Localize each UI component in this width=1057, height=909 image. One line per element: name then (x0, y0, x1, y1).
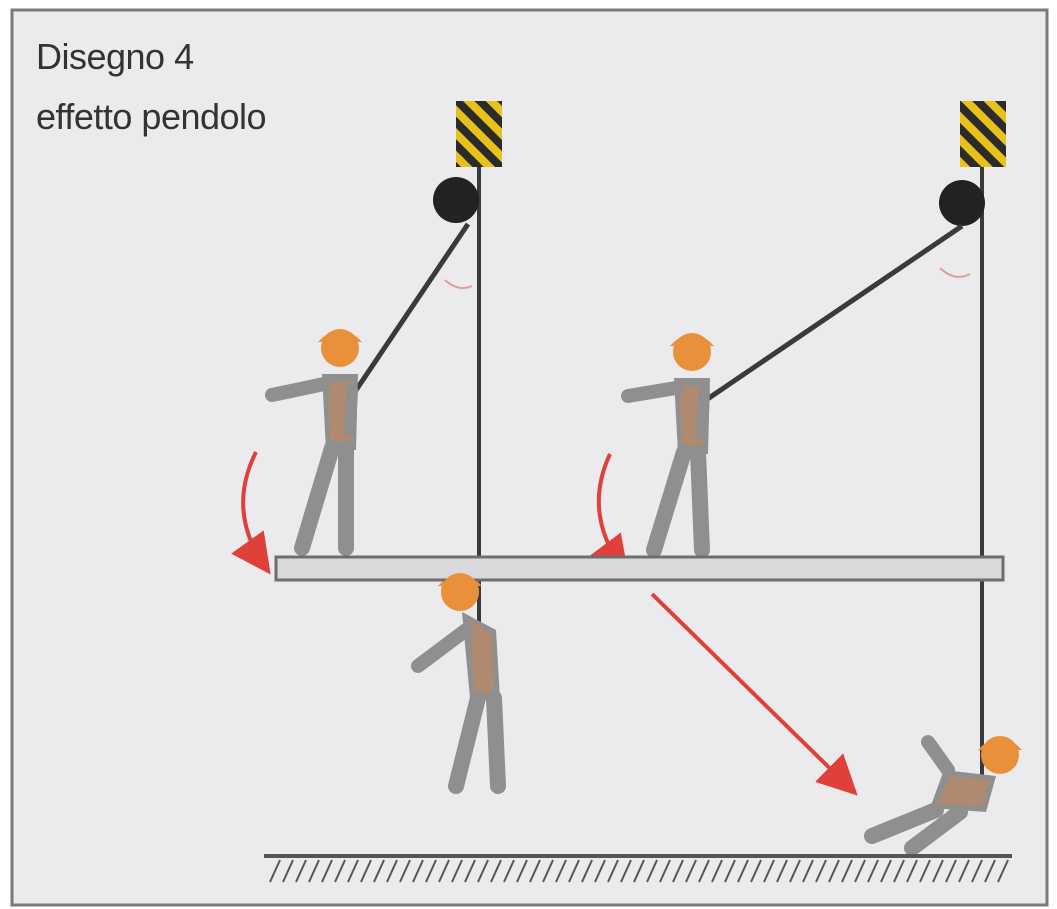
ground-hatch-line (308, 859, 320, 883)
ground-hatch-line (347, 859, 359, 883)
ground-hatch-line (659, 859, 671, 883)
ground-hatch-line (906, 859, 918, 883)
pulley-left-icon (433, 177, 479, 223)
ground-hatch-line (607, 859, 619, 883)
ground-hatch-line (763, 859, 775, 883)
ground-hatch-line (282, 859, 294, 883)
ground (264, 854, 1012, 883)
ground-hatch-line (321, 859, 333, 883)
pulley-right-icon (939, 180, 985, 226)
ground-hatch-line (503, 859, 515, 883)
ground-hatch-line (425, 859, 437, 883)
ground-hatch-line (945, 859, 957, 883)
ground-hatch-line (984, 859, 996, 883)
ground-hatch-line (633, 859, 645, 883)
ground-hatch-line (386, 859, 398, 883)
ground-hatch-line (815, 859, 827, 883)
ground-hatch-line (841, 859, 853, 883)
angle-arc-left (444, 279, 473, 289)
ground-hatch-line (477, 859, 489, 883)
ground-hatch-line (997, 859, 1009, 883)
anchor-block-left-icon (456, 101, 502, 167)
ground-hatch-line (555, 859, 567, 883)
lanyard-left (343, 222, 471, 407)
diagram-title: Disegno 4 (36, 36, 194, 77)
platform (274, 555, 1005, 582)
ground-hatch-line (399, 859, 411, 883)
ground-hatch-line (750, 859, 762, 883)
ground-hatch-line (958, 859, 970, 883)
ground-hatch-line (802, 859, 814, 883)
ground-hatch-line (594, 859, 606, 883)
ground-hatch-line (880, 859, 892, 883)
ground-hatch-line (711, 859, 723, 883)
diagram-frame (10, 8, 1049, 907)
ground-hatch-line (542, 859, 554, 883)
ground-hatch-line (685, 859, 697, 883)
angle-arc-right (939, 267, 971, 278)
ground-hatch-line (737, 859, 749, 883)
fall-arrow-left-icon (231, 451, 271, 575)
ground-hatch-line (789, 859, 801, 883)
ground-hatch-line (568, 859, 580, 883)
swing-arrow-icon (650, 592, 858, 796)
ground-hatch-line (867, 859, 879, 883)
ground-hatch-line (516, 859, 528, 883)
ground-hatch-line (269, 859, 281, 883)
ground-hatch-line (464, 859, 476, 883)
ground-hatch-line (646, 859, 658, 883)
ground-hatch-line (919, 859, 931, 883)
ground-hatch-line (529, 859, 541, 883)
worker-fallen-right-icon (864, 735, 1022, 856)
ground-hatch-line (334, 859, 346, 883)
ground-hatch-line (672, 859, 684, 883)
ground-hatch-line (854, 859, 866, 883)
ground-hatch-line (295, 859, 307, 883)
ground-hatch-line (971, 859, 983, 883)
worker-standing-left-icon (265, 329, 362, 556)
ground-hatch-line (412, 859, 424, 883)
ground-hatch-line (360, 859, 372, 883)
ground-hatch-line (698, 859, 710, 883)
anchor-block-right-icon (960, 101, 1006, 167)
ground-hatch-line (776, 859, 788, 883)
ground-hatch-line (893, 859, 905, 883)
worker-hanging-helmet-icon (441, 573, 479, 611)
ground-hatch-line (724, 859, 736, 883)
ground-hatch-line (373, 859, 385, 883)
worker-standing-right-icon (621, 333, 714, 558)
lanyard-right (704, 223, 964, 403)
ground-hatch-line (581, 859, 593, 883)
ground-hatch-line (932, 859, 944, 883)
ground-hatch-line (438, 859, 450, 883)
ground-hatch-line (451, 859, 463, 883)
ground-hatch-line (620, 859, 632, 883)
diagram-subtitle: effetto pendolo (36, 96, 267, 137)
ground-hatch-line (490, 859, 502, 883)
ground-hatch-line (828, 859, 840, 883)
